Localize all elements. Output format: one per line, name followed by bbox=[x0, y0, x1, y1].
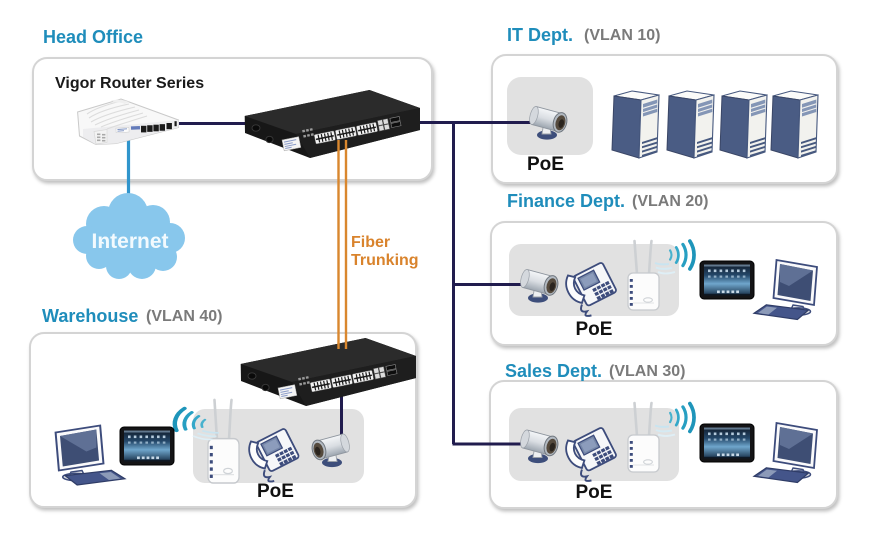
svg-text:Internet: Internet bbox=[91, 230, 168, 253]
